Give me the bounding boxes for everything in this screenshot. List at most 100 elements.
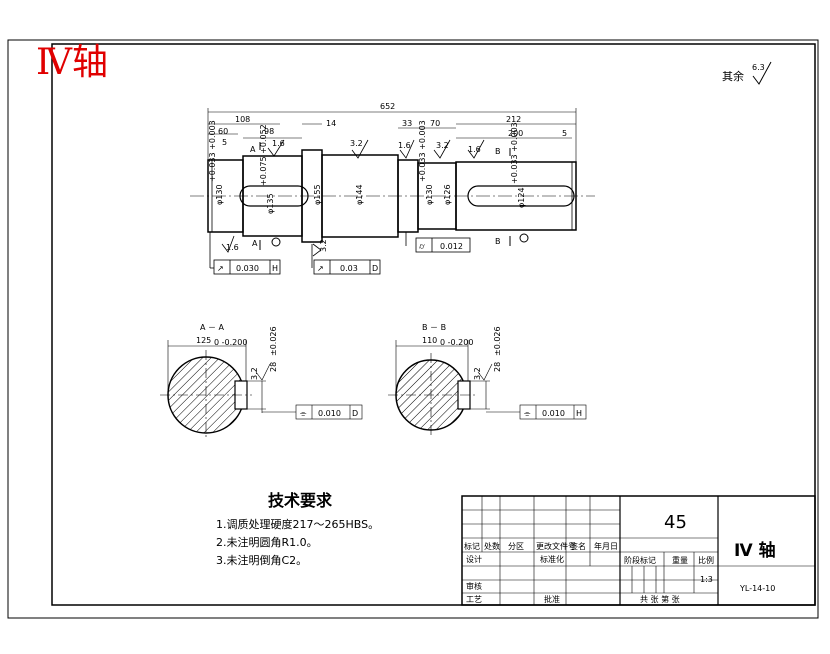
roughness-4: 1.6: [398, 141, 411, 150]
tolerance-frame-5: ⌯ 0.010 H: [524, 409, 582, 418]
requirement-1: 1.调质处理硬度217～265HBS。: [216, 517, 379, 531]
svg-text:A: A: [250, 145, 256, 154]
svg-text:6.3: 6.3: [752, 63, 765, 72]
svg-text:B: B: [495, 237, 501, 246]
dim-overall: 652: [380, 102, 395, 111]
drawing-number: YL-14-10: [739, 584, 775, 593]
svg-text:⌯: ⌯: [300, 409, 307, 418]
requirements-heading: 技术要求: [268, 491, 333, 510]
dim-phi126: φ126: [443, 184, 452, 205]
svg-text:±0.026: ±0.026: [269, 326, 278, 356]
svg-text:其余: 其余: [722, 69, 744, 83]
svg-text:⌭: ⌭: [419, 242, 425, 251]
corner-title: Ⅳ轴: [36, 42, 108, 83]
title-block-text: 45 Ⅳ 轴 YL-14-10 1:3 标记 处数 分区 更改文件号 签名 年月…: [464, 512, 776, 604]
svg-text:A: A: [252, 239, 258, 248]
svg-text:重量: 重量: [672, 555, 688, 565]
tolerance-frame-1: ↗ 0.030 H: [217, 264, 278, 273]
svg-text:+0.033 +0.003: +0.033 +0.003: [208, 120, 217, 182]
svg-text:0.010: 0.010: [318, 409, 341, 418]
svg-text:A － A: A － A: [200, 323, 225, 332]
svg-text:H: H: [576, 409, 582, 418]
dim-212: 212: [506, 115, 521, 124]
surface-finish-note: 其余 6.3: [722, 61, 772, 85]
part-name: Ⅳ 轴: [734, 540, 776, 561]
dim-60: 60: [218, 127, 228, 136]
svg-text:3.2: 3.2: [250, 367, 259, 380]
svg-text:+0.033 +0.003: +0.033 +0.003: [510, 122, 519, 184]
dim-5b: 5: [562, 129, 567, 138]
requirement-3: 3.未注明倒角C2。: [216, 553, 307, 567]
title-block: [461, 495, 816, 606]
svg-text:批准: 批准: [544, 594, 560, 604]
svg-text:比例: 比例: [698, 555, 714, 565]
outer-frame: [7, 39, 819, 619]
svg-text:工艺: 工艺: [466, 595, 482, 604]
roughness-1: 1.6: [226, 243, 239, 252]
section-b-view: B － B 110 0 -0.200 28 ±0.026 3.2: [388, 323, 587, 438]
svg-text:0.03: 0.03: [340, 264, 358, 273]
tolerance-frame-2: ↗ 0.03 D: [317, 264, 378, 273]
dim-phi155: φ155: [313, 184, 322, 205]
svg-text:3.2: 3.2: [473, 367, 482, 380]
svg-text:↗: ↗: [317, 264, 324, 273]
svg-text:分区: 分区: [508, 542, 524, 551]
svg-text:110: 110: [422, 336, 437, 345]
svg-text:D: D: [372, 264, 378, 273]
material: 45: [664, 512, 687, 533]
svg-text:B － B: B － B: [422, 323, 446, 332]
dim-phi130-right: φ130: [425, 184, 434, 205]
svg-text:阶段标记: 阶段标记: [624, 555, 656, 565]
svg-text:D: D: [352, 409, 358, 418]
svg-text:共 张 第 张: 共 张 第 张: [640, 594, 680, 604]
svg-text:更改文件号: 更改文件号: [536, 541, 576, 551]
svg-text:28: 28: [493, 362, 502, 372]
svg-text:标记: 标记: [464, 541, 480, 551]
svg-text:+0.033 +0.003: +0.033 +0.003: [418, 120, 427, 182]
tolerance-frame-4: ⌯ 0.010 D: [300, 409, 358, 418]
roughness-7: 3.2: [319, 239, 328, 252]
svg-text:B: B: [495, 147, 501, 156]
svg-text:年月日: 年月日: [594, 541, 618, 551]
dim-5a: 5: [222, 138, 227, 147]
dim-108: 108: [235, 115, 250, 124]
svg-text:+0.075 +0.052: +0.075 +0.052: [259, 124, 268, 186]
section-marker-a: [259, 142, 281, 250]
dim-14: 14: [326, 119, 336, 128]
svg-text:↗: ↗: [217, 264, 224, 273]
svg-text:H: H: [272, 264, 278, 273]
svg-text:125: 125: [196, 336, 211, 345]
svg-text:标准化: 标准化: [540, 554, 564, 564]
roughness-symbols: [221, 139, 485, 257]
svg-text:0 -0.200: 0 -0.200: [214, 338, 247, 347]
requirement-2: 2.未注明圆角R1.0。: [216, 535, 318, 549]
svg-text:处数: 处数: [484, 541, 500, 551]
svg-text:0.030: 0.030: [236, 264, 259, 273]
svg-text:0.012: 0.012: [440, 242, 463, 251]
dim-70: 70: [430, 119, 440, 128]
dim-200: 200: [508, 129, 523, 138]
scale-value: 1:3: [700, 575, 713, 584]
inner-frame: [51, 43, 816, 606]
dim-phi130-left: φ130: [215, 184, 224, 205]
dimension-lines: [207, 108, 577, 162]
dim-98: 98: [264, 127, 274, 136]
roughness-6: 1.6: [468, 145, 481, 154]
section-marker-b: [509, 148, 529, 246]
svg-text:签名: 签名: [570, 541, 586, 551]
tolerance-frame-3: ⌭ 0.012: [419, 242, 463, 251]
section-a-view: A － A 125 0 -0.200 28 ±0.026 3.2: [160, 323, 363, 440]
dim-phi144: φ144: [355, 184, 364, 205]
dim-phi135: φ135: [266, 193, 275, 214]
shaft-main-view: [190, 149, 595, 243]
svg-text:设计: 设计: [466, 554, 482, 564]
roughness-2: 1.6: [272, 139, 285, 148]
dim-phi124: φ124: [517, 187, 526, 208]
svg-text:审核: 审核: [466, 581, 482, 591]
dim-33: 33: [402, 119, 412, 128]
technical-requirements: 技术要求 1.调质处理硬度217～265HBS。 2.未注明圆角R1.0。 3.…: [216, 491, 379, 567]
svg-text:±0.026: ±0.026: [493, 326, 502, 356]
svg-text:0 -0.200: 0 -0.200: [440, 338, 473, 347]
